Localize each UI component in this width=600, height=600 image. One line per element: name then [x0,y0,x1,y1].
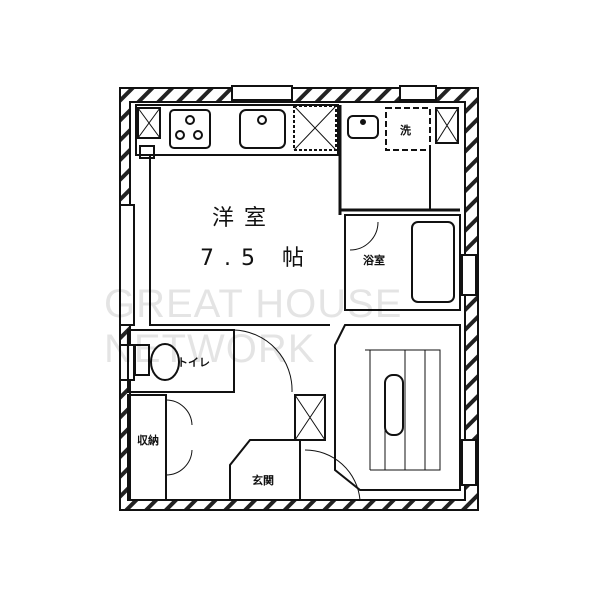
laundry-label: 洗 [400,124,411,137]
toilet-label: トイレ [177,356,210,369]
sink [239,109,286,149]
bathroom-label: 浴室 [363,254,385,267]
western-room-size: 7.5 帖 [200,246,314,271]
kitchen-counter [135,104,339,156]
western-room-label: 洋室 [212,206,277,231]
storage-label: 収納 [137,434,159,447]
bathtub [411,221,455,303]
bathroom [344,214,461,311]
entrance-label: 玄関 [252,474,274,487]
laundry-area [385,107,431,151]
stairs [334,324,461,491]
washbasin [347,115,379,139]
stove [169,109,211,149]
watermark: GREAT HOUSE NETWORK [104,282,403,371]
toilet-room [127,329,235,393]
entrance [229,439,301,500]
